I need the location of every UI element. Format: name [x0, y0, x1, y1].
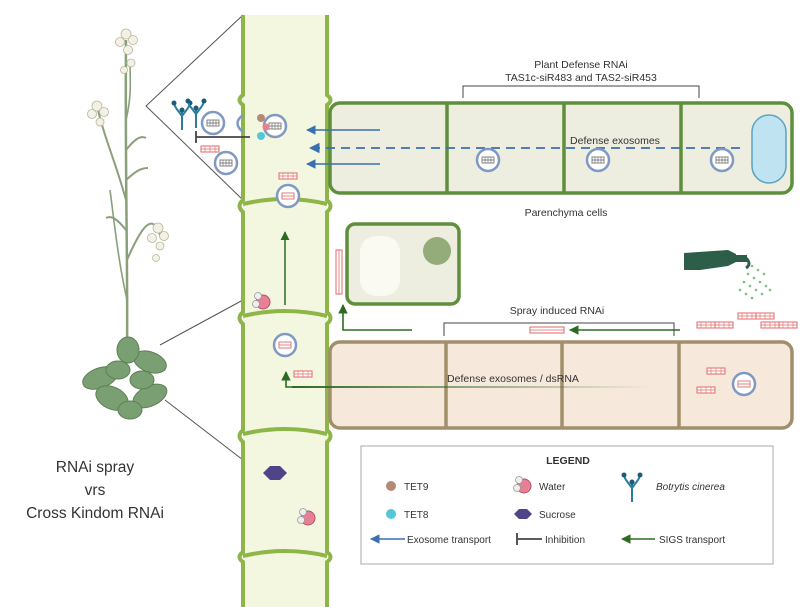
legend-inhibition-label: Inhibition: [545, 535, 585, 546]
title-line-3: Cross Kindom RNAi: [26, 505, 164, 522]
sprayed-dsrna: [696, 312, 798, 329]
bottom-parenchyma-cells: [281, 322, 794, 430]
middle-cell: [335, 222, 461, 331]
dsrna-strand: [335, 249, 343, 295]
legend-water-label: Water: [539, 482, 566, 493]
title-line-2: vrs: [85, 482, 106, 499]
spray-induced-rnai-heading: Spray induced RNAi: [510, 305, 605, 317]
sucrose-molecule: [263, 466, 287, 480]
tet8-icon: [386, 509, 396, 519]
defense-exosomes-label: Defense exosomes: [570, 135, 660, 147]
title-line-1: RNAi spray: [56, 459, 135, 476]
legend-sigs-transport-label: SIGS transport: [659, 535, 725, 546]
vessel-exosomes: [252, 113, 316, 526]
spray-bottle-icon: [684, 250, 772, 300]
plant-defense-subheading: TAS1c-siR483 and TAS2-siR453: [505, 72, 657, 84]
parenchyma-cells-label: Parenchyma cells: [525, 207, 608, 219]
tet9-icon: [386, 481, 396, 491]
top-parenchyma-cells: [306, 85, 794, 195]
legend-tet9-label: TET9: [404, 482, 429, 493]
plant-defense-heading: Plant Defense RNAi: [534, 59, 627, 71]
legend-tet8-label: TET8: [404, 510, 429, 521]
zoom-lines: [145, 14, 244, 461]
defense-exosomes-dsrna-label: Defense exosomes / dsRNA: [447, 373, 579, 385]
legend-panel: [360, 445, 774, 565]
arabidopsis-plant-illustration: [82, 28, 169, 420]
legend-exosome-transport-label: Exosome transport: [407, 535, 491, 546]
botrytis-infection-site: [170, 97, 250, 176]
legend-botrytis-label: Botrytis cinerea: [656, 482, 725, 493]
sucrose-icon: [514, 509, 532, 519]
legend-title: LEGEND: [546, 455, 590, 467]
vascular-vessel: [237, 15, 333, 607]
legend-sucrose-label: Sucrose: [539, 510, 576, 521]
